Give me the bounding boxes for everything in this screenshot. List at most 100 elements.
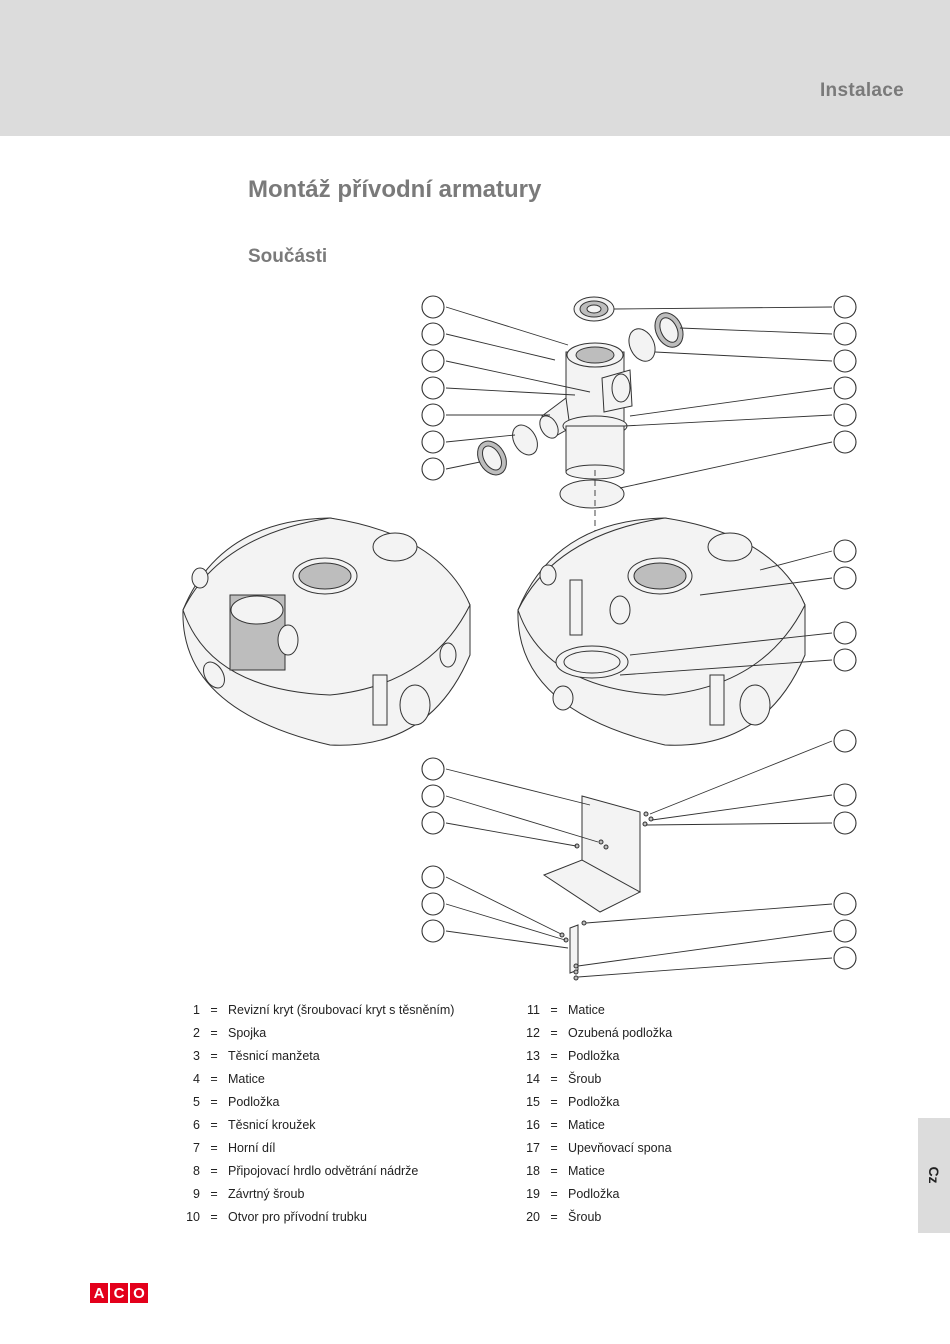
part-description: Matice [228, 1071, 265, 1086]
equals-sign: = [210, 1094, 218, 1109]
part-description: Matice [568, 1117, 605, 1132]
page-subtitle: Součásti [248, 246, 328, 267]
parts-list-row: 12 = Ozubená podložka [518, 1021, 672, 1044]
part-number: 14 [526, 1071, 540, 1086]
part-description: Matice [568, 1002, 605, 1017]
part-number: 5 [193, 1094, 200, 1109]
part-number: 7 [193, 1140, 200, 1155]
part-number: 11 [527, 1002, 540, 1017]
equals-sign: = [210, 1140, 218, 1155]
header-band: Instalace [0, 0, 950, 136]
section-label: Instalace [819, 80, 904, 101]
tank-left [182, 517, 471, 746]
equals-sign: = [550, 1209, 558, 1224]
equals-sign: = [210, 1025, 218, 1040]
parts-list-row: 6 = Těsnicí kroužek [178, 1113, 454, 1136]
equals-sign: = [210, 1163, 218, 1178]
equals-sign: = [210, 1048, 218, 1063]
parts-list-row: 3 = Těsnicí manžeta [178, 1044, 454, 1067]
callout-balloons [421, 295, 857, 970]
part-number: 13 [526, 1048, 540, 1063]
seal-rings-right [628, 312, 684, 362]
part-number: 10 [186, 1209, 200, 1224]
part-number: 6 [193, 1117, 200, 1132]
part-description: Spojka [228, 1025, 267, 1040]
part-description: Ozubená podložka [568, 1025, 673, 1040]
equals-sign: = [550, 1048, 558, 1063]
parts-list-row: 16 = Matice [518, 1113, 672, 1136]
equals-sign: = [550, 1140, 558, 1155]
part-description: Šroub [568, 1071, 602, 1086]
part-description: Podložka [228, 1094, 280, 1109]
part-description: Matice [568, 1163, 605, 1178]
tank-right [517, 517, 806, 746]
parts-list-row: 14 = Šroub [518, 1067, 672, 1090]
part-description: Těsnicí manžeta [228, 1048, 320, 1063]
language-tab: Cz [918, 1118, 950, 1233]
equals-sign: = [550, 1117, 558, 1132]
logo-letter: C [110, 1283, 128, 1303]
parts-list-row: 1 = Revizní kryt (šroubovací kryt s těsněn… [178, 998, 454, 1021]
fixing-clip [559, 920, 587, 981]
part-number: 1 [193, 1002, 200, 1017]
equals-sign: = [210, 1071, 218, 1086]
seal-rings-left [477, 424, 538, 476]
equals-sign: = [210, 1186, 218, 1201]
equals-sign: = [210, 1209, 218, 1224]
parts-list-row: 19=Podložka [518, 1182, 672, 1205]
part-number: 18 [526, 1163, 540, 1178]
parts-list-row: 4 = Matice [178, 1067, 454, 1090]
fitting-body [539, 342, 633, 480]
part-number: 19 [526, 1186, 540, 1201]
inspection-cover [573, 296, 615, 322]
parts-list-row: 9 = Závrtný šroub [178, 1182, 454, 1205]
parts-list-row: 11 = Matice [518, 998, 672, 1021]
sealing-ring [559, 479, 625, 509]
part-description: Podložka [568, 1048, 620, 1063]
part-description: Závrtný šroub [228, 1186, 305, 1201]
part-description: Podložka [568, 1094, 620, 1109]
part-number: 8 [193, 1163, 200, 1178]
parts-list-row: 20 = Šroub [518, 1205, 672, 1228]
aco-logo: A C O [90, 1283, 148, 1303]
logo-letter: A [90, 1283, 108, 1303]
equals-sign: = [550, 1071, 558, 1086]
part-number: 15 [526, 1094, 540, 1109]
equals-sign: = [210, 1117, 218, 1132]
leader-lines [445, 306, 833, 978]
part-number: 9 [193, 1186, 200, 1201]
part-description: Otvor pro přívodní trubku [228, 1209, 367, 1224]
part-number: 20 [526, 1209, 540, 1224]
parts-list-row: 13 = Podložka [518, 1044, 672, 1067]
parts-list-row: 10 = Otvor pro přívodní trubku [178, 1205, 454, 1228]
parts-list-left: 1 = Revizní kryt (šroubovací kryt s těsněn… [178, 998, 454, 1228]
equals-sign: = [550, 1163, 558, 1178]
parts-list-row: 7 = Horní díl [178, 1136, 454, 1159]
parts-list-row: 18 = Matice [518, 1159, 672, 1182]
equals-sign: = [550, 1002, 558, 1017]
page-title: Montáž přívodní armatury [248, 176, 542, 203]
part-description: Revizní kryt (šroubovací kryt s těsněním… [228, 1002, 455, 1017]
part-description: Těsnicí kroužek [228, 1117, 316, 1132]
part-description: Připojovací hrdlo odvětrání nádrže [228, 1163, 419, 1178]
language-tab-label: Cz [926, 1166, 942, 1184]
parts-list-row: 15 = Podložka [518, 1090, 672, 1113]
part-description: Horní díl [228, 1140, 276, 1155]
parts-list-row: 17=Upevňovací spona [518, 1136, 672, 1159]
equals-sign: = [550, 1186, 558, 1201]
equals-sign: = [550, 1025, 558, 1040]
equals-sign: = [210, 1002, 218, 1017]
part-description: Šroub [568, 1209, 602, 1224]
parts-list-row: 8 = Připojovací hrdlo odvětrání nádrže [178, 1159, 454, 1182]
part-number: 17 [526, 1140, 540, 1155]
part-number: 4 [193, 1071, 200, 1086]
part-number: 12 [526, 1025, 540, 1040]
part-number: 3 [193, 1048, 200, 1063]
part-number: 16 [526, 1117, 540, 1132]
part-number: 2 [193, 1025, 200, 1040]
parts-list-row: 5 = Podložka [178, 1090, 454, 1113]
logo-letter: O [130, 1283, 148, 1303]
mounting-bracket [542, 795, 654, 913]
equals-sign: = [550, 1094, 558, 1109]
